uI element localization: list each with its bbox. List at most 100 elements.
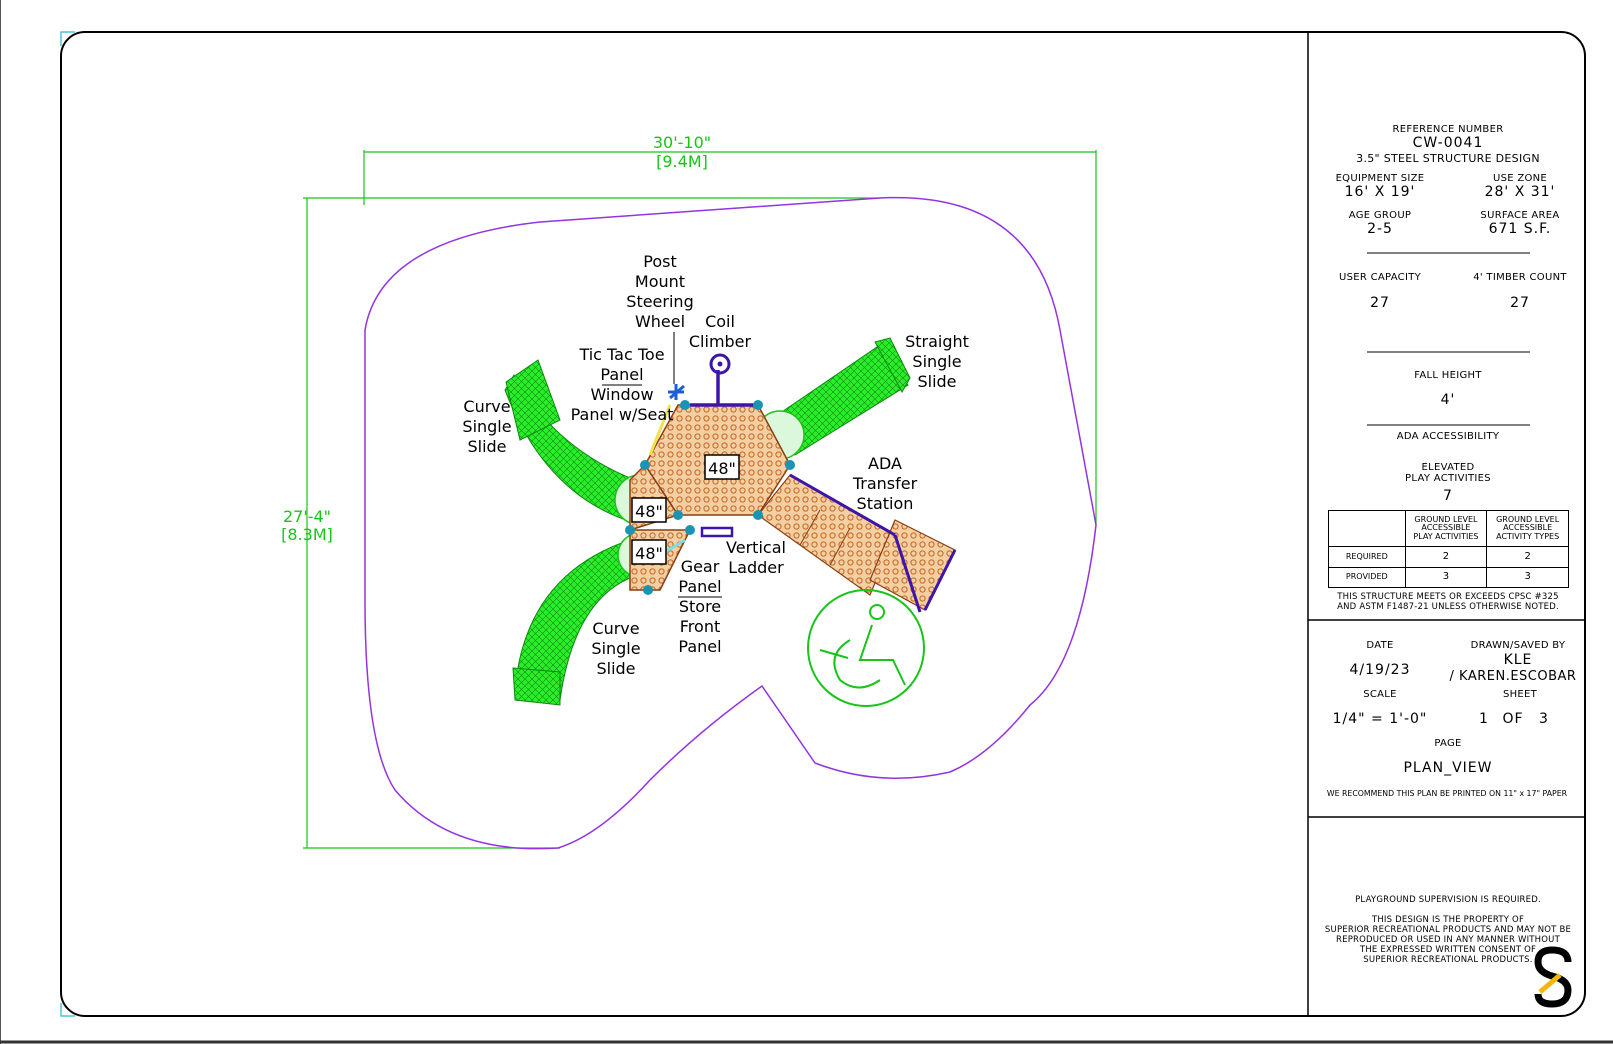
svg-text:Vertical: Vertical [726,538,786,557]
svg-text:Transfer: Transfer [852,474,918,493]
date-label: DATE [1366,640,1394,651]
sheet-total: 3 [1539,711,1549,727]
width-dimension [363,150,1097,525]
depth-dimension-m: [8.3M] [281,525,333,544]
svg-text:Window: Window [590,385,653,404]
company-logo [1534,946,1572,1008]
ada-cell: 2 [1404,546,1488,568]
fall-height: 4' [1440,392,1456,408]
svg-text:Panel: Panel [600,365,643,384]
elevated-value: 7 [1443,488,1453,504]
ada-transfer-station [757,473,957,613]
timber-count: 27 [1510,295,1530,311]
post-markers [625,400,795,595]
svg-text:Tic Tac Toe: Tic Tac Toe [578,345,664,364]
svg-text:Single: Single [462,417,511,436]
svg-text:Front: Front [680,617,720,636]
drawing-frame [60,31,1586,1017]
svg-text:Coil: Coil [705,312,735,331]
reference-label: REFERENCE NUMBER [1392,124,1504,135]
ada-cell: 3 [1486,566,1569,588]
ada-cell: 3 [1404,566,1488,588]
date: 4/19/23 [1349,662,1411,678]
svg-text:Post: Post [643,252,676,271]
svg-text:Store: Store [679,597,721,616]
svg-text:48": 48" [635,544,663,563]
page-label: PAGE [1434,738,1462,749]
svg-text:Panel: Panel [678,577,721,596]
svg-text:ADA: ADA [868,454,902,473]
drawn-by: KLE [1503,652,1533,668]
ada-cell: 2 [1486,546,1569,568]
svg-text:Ladder: Ladder [728,558,784,577]
compliance-line-2: AND ASTM F1487-21 UNLESS OTHERWISE NOTED… [1337,602,1559,612]
callout-curve-slide-top: Curve Single Slide [462,397,511,456]
surface-area: 671 S.F. [1488,221,1552,237]
user-capacity-label: USER CAPACITY [1338,272,1422,283]
age-group: 2-5 [1367,221,1393,237]
curve-slide-bottom [512,539,639,706]
callout-vertical-ladder: Vertical Ladder [726,538,786,577]
age-group-label: AGE GROUP [1348,210,1412,221]
coil-climber-icon [709,353,731,375]
svg-text:Mount: Mount [635,272,685,291]
drawn-by-label: DRAWN/SAVED BY [1470,640,1566,651]
ada-table-corner [1328,510,1406,547]
callout-gear-panel: Gear Panel Store Front Panel [678,557,722,656]
supervision-note: PLAYGROUND SUPERVISION IS REQUIRED. [1355,895,1541,905]
equipment-size: 16' X 19' [1344,184,1416,200]
table-row: REQUIRED 2 2 [1328,546,1569,568]
svg-text:Gear: Gear [681,557,720,576]
print-note: WE RECOMMEND THIS PLAN BE PRINTED ON 11"… [1326,789,1568,798]
callout-coil-climber: Coil Climber [689,312,752,351]
svg-text:Slide: Slide [596,659,635,678]
svg-text:48": 48" [635,502,663,521]
svg-text:Station: Station [857,494,914,513]
property-note-1: THIS DESIGN IS THE PROPERTY OF [1371,915,1525,925]
use-zone-label: USE ZONE [1492,173,1548,184]
svg-text:Single: Single [912,352,961,371]
callout-tic-tac-toe: Tic Tac Toe Panel Window Panel w/Seat [571,345,674,424]
fall-height-label: FALL HEIGHT [1414,370,1482,381]
compliance-line-1: THIS STRUCTURE MEETS OR EXCEEDS CPSC #32… [1337,592,1559,602]
table-row: PROVIDED 3 3 [1328,566,1569,588]
svg-text:Wheel: Wheel [635,312,685,331]
steering-wheel-icon [668,384,685,400]
svg-text:Steering: Steering [626,292,693,311]
svg-text:Straight: Straight [905,332,969,351]
surface-area-label: SURFACE AREA [1480,210,1560,221]
elevated-label-1: ELEVATED [1421,462,1475,473]
width-dimension-ft: 30'-10" [653,133,711,152]
callout-ada-transfer: ADA Transfer Station [852,454,918,513]
svg-text:48": 48" [708,459,736,478]
svg-text:Slide: Slide [467,437,506,456]
deck-height-label: 48" [631,497,667,523]
sheet-number: 1 [1479,711,1489,727]
structure-frame [690,370,758,538]
use-zone: 28' X 31' [1484,184,1556,200]
ada-accessibility-label: ADA ACCESSIBILITY [1396,431,1500,442]
ada-row-label: PROVIDED [1328,566,1406,588]
svg-text:Panel w/Seat: Panel w/Seat [571,405,674,424]
callout-straight-slide: Straight Single Slide [905,332,969,391]
ada-activities-table: GROUND LEVEL ACCESSIBLE PLAY ACTIVITIES … [1328,510,1569,588]
callout-steering-wheel: Post Mount Steering Wheel [626,252,694,384]
wheelchair-icon [807,589,925,707]
timber-count-label: 4' TIMBER COUNT [1473,272,1567,283]
callout-curve-slide-bottom: Curve Single Slide [591,619,640,678]
svg-text:Slide: Slide [917,372,956,391]
scale-label: SCALE [1363,689,1397,700]
svg-text:Panel: Panel [678,637,721,656]
saved-by: / KAREN.ESCOBAR [1449,669,1577,684]
curve-slide-top [504,359,641,523]
deck-height-label: 48" [631,539,667,565]
deck-height-label: 48" [704,454,740,480]
user-capacity: 27 [1370,295,1390,311]
reference-number: CW-0041 [1412,135,1484,151]
use-zone-boundary [364,196,1097,850]
ada-row-label: REQUIRED [1328,546,1406,568]
ada-table-header: GROUND LEVEL ACCESSIBLE ACTIVITY TYPES [1486,510,1569,547]
property-note-2: SUPERIOR RECREATIONAL PRODUCTS AND MAY N… [1324,925,1572,935]
page-name: PLAN_VIEW [1403,760,1493,776]
